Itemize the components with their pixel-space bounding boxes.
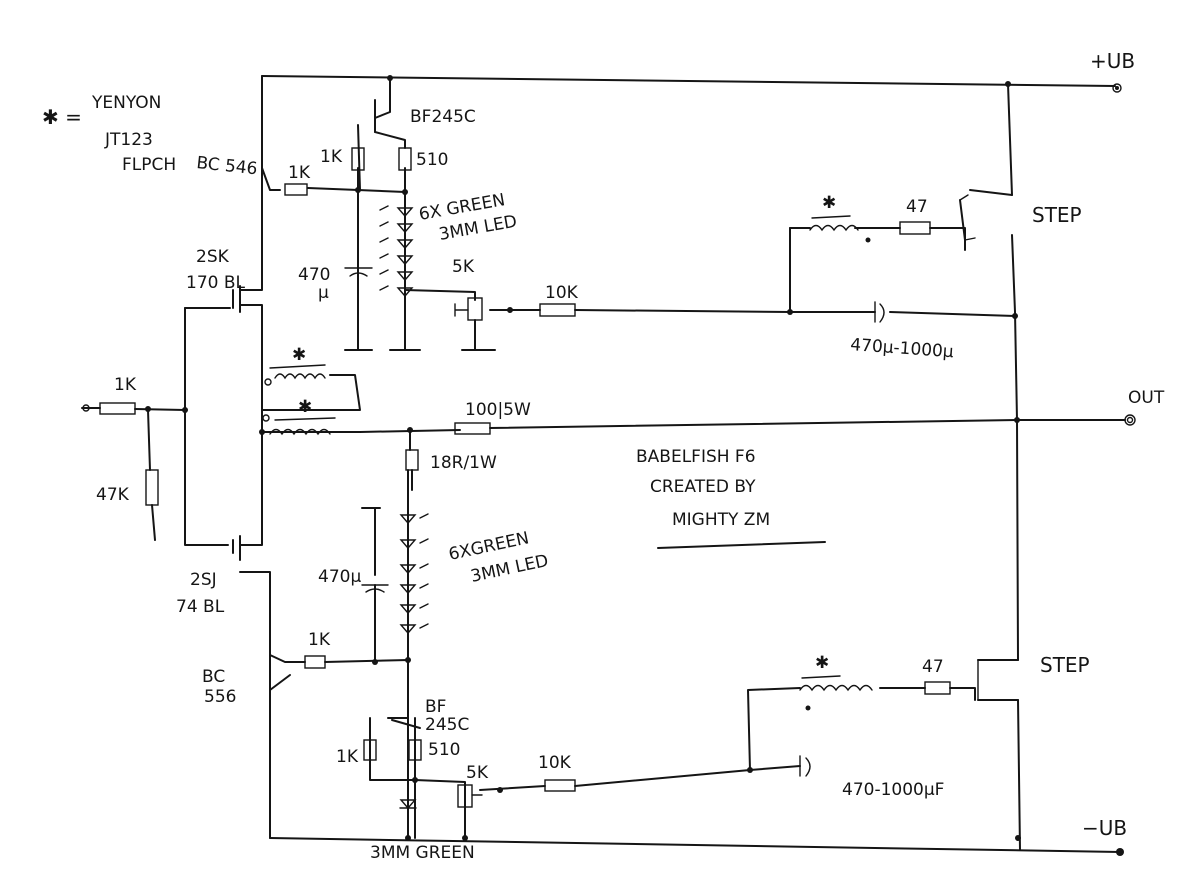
label-1k-input: 1K [114,375,137,395]
label-47-top: 47 [906,197,928,217]
resistor-510-bottom [408,739,422,761]
terminal-positive-supply [1112,83,1122,93]
resistor-47-bottom [924,681,951,695]
label-cap-right-bot: 470-1000μF [842,780,944,800]
resistor-47k [145,469,159,506]
positive-supply-label: +UB [1090,49,1135,73]
step-switches [959,194,979,701]
resistor-100-5w [454,422,491,435]
label-10k-bot: 10K [538,753,572,773]
resistor-18r [405,449,419,471]
pot-5k-bottom [457,784,473,808]
label-star-2: ✱ [298,397,312,417]
capacitors [344,267,885,777]
label-cap-top-1: 470 [298,265,330,285]
label-1k-a: 1K [288,163,311,183]
label-bf245c-top: BF245C [410,107,476,127]
potentiometers [454,297,483,808]
label-18r: 18R/1W [430,453,497,473]
label-510-bot: 510 [428,740,460,760]
terminal-negative-supply [1116,848,1124,856]
label-cap-bot: 470μ [318,567,361,587]
junction-dots [145,75,1021,841]
title-line2: CREATED BY [650,477,756,497]
footnote-line1: YENYON [91,93,161,113]
terminal-input [82,404,90,412]
resistor-1k-bc556 [304,655,326,669]
label-1k-d: 1K [336,747,359,767]
label-100-5w: 100|5W [465,400,531,420]
wiring [81,75,1126,853]
label-47k: 47K [96,485,130,505]
title-line3: MIGHTY ZM [672,510,770,530]
resistor-47-top [899,221,931,235]
label-2sk-1: 2SK [196,247,230,267]
led-single-bottom [399,799,417,810]
capacitor-470-1000u-bottom [799,755,811,777]
label-star-bot-right: ✱ [815,653,829,673]
label-10k-top: 10K [545,283,579,303]
resistor-10k-top [539,303,576,317]
text-labels: +UB −UB OUT ✱ = YENYON JT123 FLPCH BABEL… [42,49,1165,863]
label-bc556-1: BC [202,667,225,687]
label-47-bot: 47 [922,657,944,677]
resistor-510-top [398,147,412,171]
inductor-lower [269,428,331,436]
resistor-10k-bottom [544,779,576,792]
label-step-bot: STEP [1040,653,1090,677]
led-string-bottom [399,513,429,635]
capacitor-470u-bottom [361,584,389,593]
inductor-upper [274,373,326,380]
label-star-top-right: ✱ [822,193,836,213]
led-string-top [379,205,414,298]
label-pot-bot: 5K [466,763,489,783]
label-cap-right-top: 470μ-1000μ [850,335,955,362]
inductor-bottom-right [799,684,873,692]
title-line1: BABELFISH F6 [636,447,756,467]
footnote-line2: JT123 [104,130,153,150]
capacitor-470u-top [344,267,373,277]
resistor-1k-bc546 [284,183,308,196]
label-2sk-2: 170 BL [186,273,246,293]
step-switch-top [959,194,976,241]
resistor-1k-top [351,147,365,171]
label-1k-c: 1K [308,630,331,650]
label-cap-top-2: μ [318,283,329,303]
footnote-line3: FLPCH [122,155,176,175]
resistor-1k-bottom [363,739,377,761]
label-star-1: ✱ [292,345,306,365]
terminals [82,83,1136,856]
footnote-marker: ✱ = [42,105,82,129]
label-1k-b: 1K [320,147,343,167]
label-510-top: 510 [416,150,448,170]
label-2sj-2: 74 BL [176,597,225,617]
label-led-single-bot: 3MM GREEN [370,843,475,863]
label-2sj-1: 2SJ [190,570,217,590]
label-step-top: STEP [1032,203,1082,227]
negative-supply-label: −UB [1082,816,1127,840]
resistor-1k-input [99,402,136,415]
label-bf245c-bot-1: BF [425,697,446,717]
label-bc556-2: 556 [204,687,236,707]
label-bc546: BC 546 [195,153,258,179]
label-bf245c-bot-2: 245C [425,715,469,735]
inductor-top-right [809,224,859,232]
inductors [262,215,873,692]
terminal-output [1124,414,1136,426]
capacitor-470-1000u-top [874,301,885,323]
pot-5k-top [467,297,483,321]
label-pot-top: 5K [452,257,475,277]
title-underline [657,541,826,549]
output-label: OUT [1128,388,1165,408]
resistors [99,147,951,792]
